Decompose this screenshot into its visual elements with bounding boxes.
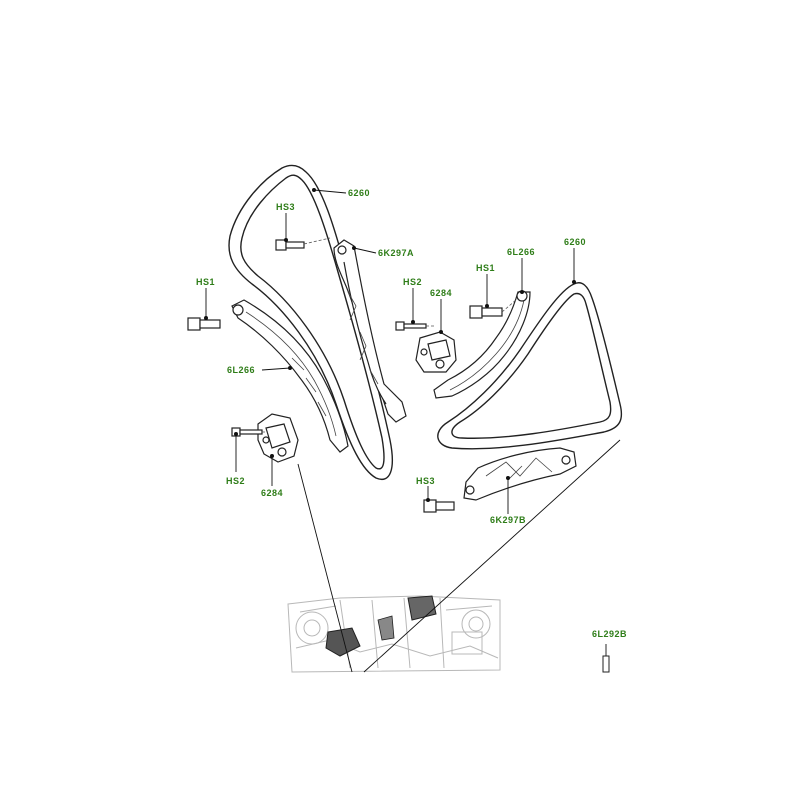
- label-guide-left: 6L266: [227, 365, 256, 375]
- label-hs2-mid: HS2: [403, 277, 423, 287]
- label-chain-right: 6260: [564, 237, 587, 247]
- chain-guide-6k297a: [333, 239, 407, 423]
- label-guide-right: 6L266: [507, 247, 536, 257]
- bolt-hs1-left: [187, 317, 221, 331]
- bolt-hs1-right: [469, 305, 503, 319]
- label-hs2-low: HS2: [226, 476, 246, 486]
- reference-line-right: [363, 439, 621, 673]
- label-hs3-top: HS3: [276, 202, 296, 212]
- label-hs3-low: HS3: [416, 476, 436, 486]
- label-guide-6k297a: 6K297A: [378, 248, 415, 258]
- reference-line-left: [297, 463, 353, 673]
- tensioner-arm-left: [231, 299, 349, 453]
- label-kit-6l292b: 6L292B: [592, 629, 628, 639]
- chain-guide-6k297b: [463, 447, 577, 501]
- tensioner-6284-middle: [415, 331, 457, 373]
- tensioner-6284-lower: [257, 413, 299, 463]
- timing-chain-left: [228, 164, 394, 481]
- tensioner-arm-right: [433, 290, 531, 399]
- engine-block-illustration: [287, 595, 501, 673]
- label-tensioner-low: 6284: [261, 488, 284, 498]
- bolt-hs2-mid: [395, 321, 427, 331]
- label-chain-left: 6260: [348, 188, 371, 198]
- label-guide-6k297b: 6K297B: [490, 515, 527, 525]
- timing-chain-right: [437, 282, 623, 450]
- label-tensioner-mid: 6284: [430, 288, 453, 298]
- bolt-hs3-top: [275, 239, 305, 251]
- label-hs1-right: HS1: [476, 263, 496, 273]
- kit-6l292b-pin: [602, 644, 610, 673]
- leader-lines: [204, 188, 576, 514]
- label-hs1-left: HS1: [196, 277, 216, 287]
